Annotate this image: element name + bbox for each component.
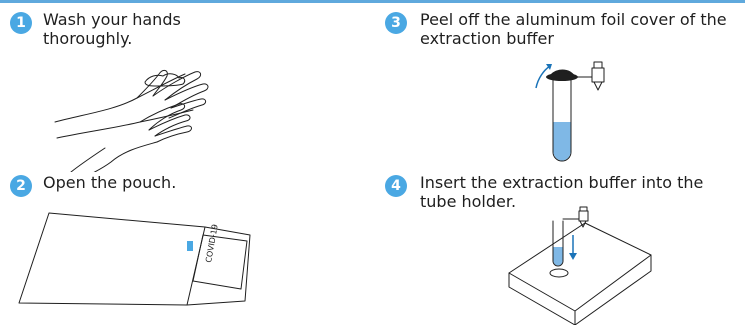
step-3-text-line2: extraction buffer [420,29,554,48]
step-1-text: Wash your hands thoroughly. [43,10,181,48]
insert-arrowhead-icon [569,253,577,260]
step-4-text-line1: Insert the extraction buffer into the [420,173,703,192]
holder-buffer-liquid [554,247,563,266]
step-2-text-line1: Open the pouch. [43,173,176,192]
step-3-text: Peel off the aluminum foil cover of the … [420,10,727,48]
hand-washing-illustration [45,52,230,172]
step-1-text-line2: thoroughly. [43,29,132,48]
step-1-text-line1: Wash your hands [43,10,181,29]
pouch-illustration: COVID-19 [15,205,265,315]
buffer-liquid [554,122,571,161]
step-2-text: Open the pouch. [43,173,176,192]
pouch-label-text: COVID-19 [204,224,220,264]
step-4-badge: 4 [385,175,407,197]
step-4-text-line2: tube holder. [420,192,516,211]
step-3-badge: 3 [385,12,407,34]
step-1-badge: 1 [10,12,32,34]
extraction-buffer-illustration [520,52,640,162]
step-3-text-line1: Peel off the aluminum foil cover of the [420,10,727,29]
tube-holder-illustration [505,205,655,325]
step-2-badge: 2 [10,175,32,197]
pouch-label-mark [187,241,193,251]
